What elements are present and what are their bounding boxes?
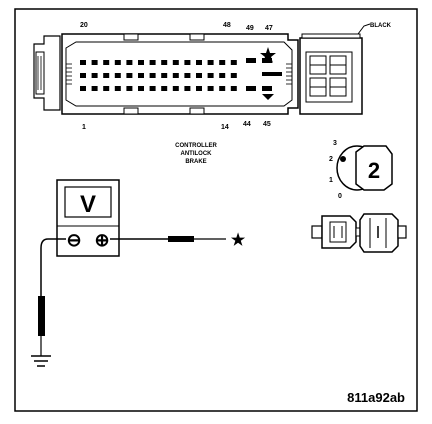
- connector-pin: [184, 86, 191, 91]
- connector-pin: [80, 86, 86, 91]
- connector-pin: [207, 73, 214, 78]
- terminal-bar: [262, 72, 282, 76]
- voltmeter-display: [64, 186, 112, 218]
- connector-half-right: [359, 213, 399, 253]
- connector-pin: [149, 86, 156, 91]
- voltmeter: V ⊖ ⊕: [56, 179, 120, 257]
- ignition-pointer-dot: [340, 156, 346, 162]
- pin-label-48: 48: [223, 22, 231, 29]
- disconnected-connector-pair: [311, 213, 407, 253]
- connector-pin-grid: [80, 60, 237, 91]
- connector-pin: [91, 60, 98, 65]
- controller-caption-line-1: CONTROLLER: [175, 143, 217, 149]
- connector-pin: [91, 86, 98, 91]
- connector-pin: [126, 86, 133, 91]
- connector-pin: [126, 60, 133, 65]
- connector-pin: [196, 60, 202, 65]
- connector-pin: [219, 60, 226, 65]
- pin-label-45: 45: [263, 121, 271, 128]
- pin-47-star-marker: [260, 47, 276, 63]
- pin-45-marker: [262, 94, 274, 100]
- connector-pin: [219, 86, 226, 91]
- connector-pin: [138, 60, 144, 65]
- connector-pin: [103, 73, 110, 78]
- connector-pin: [91, 73, 98, 78]
- connector-pin: [207, 86, 214, 91]
- connector-pin: [161, 86, 168, 91]
- connector-pin: [219, 73, 226, 78]
- voltmeter-positive-jack: ⊕: [94, 230, 109, 250]
- pin-label-1: 1: [82, 124, 86, 131]
- connector-pin: [80, 60, 86, 65]
- pin-label-14: 14: [221, 124, 229, 131]
- pin-label-44: 44: [243, 121, 251, 128]
- pin-label-47: 47: [265, 25, 273, 32]
- connector-pin: [196, 86, 202, 91]
- black-leader-line: [357, 23, 371, 35]
- negative-probe-handle: [38, 296, 45, 336]
- connector-pin: [103, 60, 110, 65]
- connector-pin: [161, 73, 168, 78]
- connector-pin: [184, 60, 191, 65]
- connector-pin: [149, 73, 156, 78]
- connector-pin: [138, 86, 144, 91]
- connector-pin: [172, 60, 179, 65]
- terminal-48: [246, 58, 256, 63]
- ignition-position-0: 0: [338, 193, 342, 200]
- negative-test-lead: [31, 238, 66, 367]
- ignition-switch: 3 2 1 0 2: [329, 140, 393, 200]
- connector-pin: [172, 86, 179, 91]
- connector-pin: [114, 60, 121, 65]
- connector-pin: [114, 86, 121, 91]
- connector-pin: [138, 73, 144, 78]
- probe-star-marker: ★: [231, 232, 246, 249]
- voltmeter-unit: V: [80, 191, 96, 218]
- connector-pin: [184, 73, 191, 78]
- ignition-position-3: 3: [333, 140, 337, 147]
- connector-color-label: BLACK: [370, 23, 392, 29]
- abs-controller-connector: [33, 23, 371, 115]
- voltmeter-negative-jack: ⊖: [66, 230, 81, 250]
- connector-pin: [172, 73, 179, 78]
- figure-code: 811a92ab: [347, 390, 405, 405]
- connector-pin: [230, 73, 237, 78]
- connector-cavity: [65, 41, 293, 107]
- connector-pin: [103, 86, 110, 91]
- connector-pin: [149, 60, 156, 65]
- connector-pin: [230, 60, 237, 65]
- connector-half-left: [321, 215, 357, 249]
- positive-probe-handle: [168, 236, 194, 242]
- connector-pin: [230, 86, 237, 91]
- ignition-position-2: 2: [329, 156, 333, 163]
- pin-label-49: 49: [246, 25, 254, 32]
- ignition-key-head: [355, 145, 393, 191]
- connector-pin: [126, 73, 133, 78]
- figure-border: [14, 8, 418, 412]
- controller-caption-line-3: BRAKE: [185, 159, 206, 165]
- positive-test-lead: ★: [110, 232, 246, 249]
- ignition-position-1: 1: [329, 177, 333, 184]
- connector-pin: [114, 73, 121, 78]
- connector-latch-tab: [35, 51, 45, 95]
- connector-pin: [80, 73, 86, 78]
- pin-label-20: 20: [80, 22, 88, 29]
- controller-caption-line-2: ANTILOCK: [181, 151, 213, 157]
- ignition-key-number: 2: [368, 158, 380, 183]
- connector-pin: [196, 73, 202, 78]
- connector-pin: [161, 60, 168, 65]
- connector-pin: [207, 60, 214, 65]
- terminal-44: [246, 86, 256, 91]
